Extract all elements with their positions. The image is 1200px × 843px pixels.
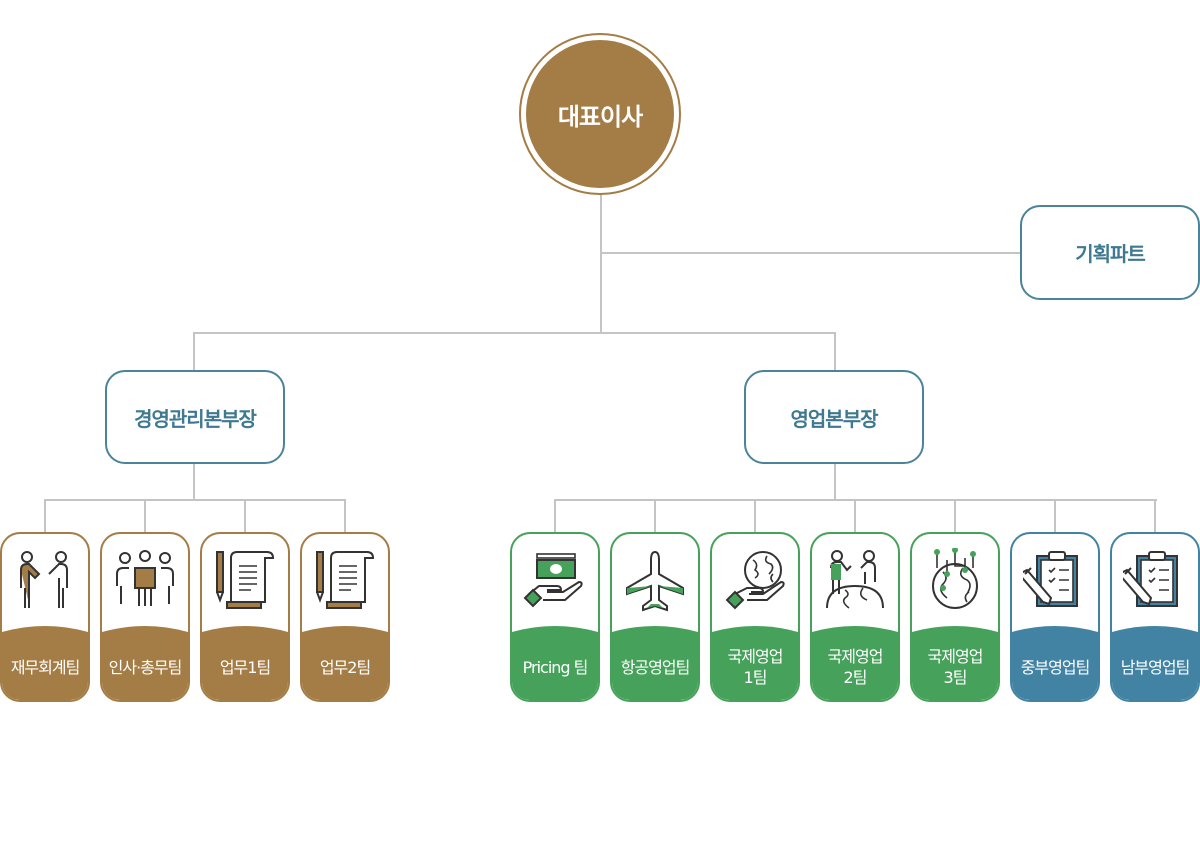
connector-team-drop [344, 499, 346, 533]
globe-network-icon [912, 548, 998, 618]
connector-management-up [193, 332, 195, 372]
connector-team-drop [144, 499, 146, 533]
team-card: 중부영업팀 [1010, 532, 1100, 702]
connector-sales-up [834, 332, 836, 372]
team-card: Pricing 팀 [510, 532, 600, 702]
pen-scroll-icon [302, 548, 388, 618]
team-label: 항공영업팀 [620, 657, 691, 677]
globe-hand-icon [712, 548, 798, 618]
team-card: 인사·총무팀 [100, 532, 190, 702]
team-label: 남부영업팀 [1120, 657, 1191, 677]
connector-team-drop [44, 499, 46, 533]
management-division-node: 경영관리본부장 [105, 370, 285, 464]
connector-team-drop [1154, 499, 1156, 533]
team-label: 국제영업 1팀 [727, 647, 784, 687]
clipboard-pen-icon [1012, 548, 1098, 618]
pen-scroll-icon [202, 548, 288, 618]
sales-division-node: 영업본부장 [744, 370, 924, 464]
clipboard-pen-icon [1112, 548, 1198, 618]
people-group-icon [102, 548, 188, 618]
team-label: 중부영업팀 [1020, 657, 1091, 677]
connector-management-teams [44, 499, 346, 501]
connector-team-drop [954, 499, 956, 533]
team-label: Pricing 팀 [522, 657, 589, 677]
team-label: 재무회계팀 [10, 657, 81, 677]
connector-team-drop [654, 499, 656, 533]
team-card: 업무2팀 [300, 532, 390, 702]
connector-team-drop [854, 499, 856, 533]
team-label-band: 항공영업팀 [612, 624, 698, 700]
team-label-band: 남부영업팀 [1112, 624, 1198, 700]
team-card: 국제영업 1팀 [710, 532, 800, 702]
connector-sales-down [834, 463, 836, 500]
team-label-band: 국제영업 2팀 [812, 624, 898, 700]
team-card: 재무회계팀 [0, 532, 90, 702]
ceo-node: 대표이사 [519, 33, 681, 195]
team-card: 남부영업팀 [1110, 532, 1200, 702]
connector-team-drop [754, 499, 756, 533]
connector-divisions [193, 332, 836, 334]
team-card: 항공영업팀 [610, 532, 700, 702]
team-label-band: 중부영업팀 [1012, 624, 1098, 700]
connector-team-drop [1054, 499, 1056, 533]
team-label: 국제영업 3팀 [927, 647, 984, 687]
people-globe-icon [812, 548, 898, 618]
handshake-people-icon [2, 548, 88, 618]
planning-part-node: 기획파트 [1020, 205, 1200, 300]
team-label-band: 국제영업 1팀 [712, 624, 798, 700]
team-card: 국제영업 3팀 [910, 532, 1000, 702]
team-label-band: 국제영업 3팀 [912, 624, 998, 700]
team-label-band: 인사·총무팀 [102, 624, 188, 700]
money-hand-icon [512, 548, 598, 618]
team-label: 국제영업 2팀 [827, 647, 884, 687]
connector-management-down [193, 463, 195, 500]
team-label-band: 업무2팀 [302, 624, 388, 700]
ceo-label: 대표이사 [526, 40, 674, 188]
team-card: 업무1팀 [200, 532, 290, 702]
team-label: 업무2팀 [319, 657, 371, 677]
team-label-band: 업무1팀 [202, 624, 288, 700]
team-label-band: Pricing 팀 [512, 624, 598, 700]
connector-team-drop [244, 499, 246, 533]
team-card: 국제영업 2팀 [810, 532, 900, 702]
team-label: 인사·총무팀 [108, 657, 183, 677]
connector-planning [600, 252, 1021, 254]
connector-ceo-down [600, 194, 602, 333]
airplane-icon [612, 548, 698, 618]
team-label-band: 재무회계팀 [2, 624, 88, 700]
team-label: 업무1팀 [219, 657, 271, 677]
connector-team-drop [554, 499, 556, 533]
